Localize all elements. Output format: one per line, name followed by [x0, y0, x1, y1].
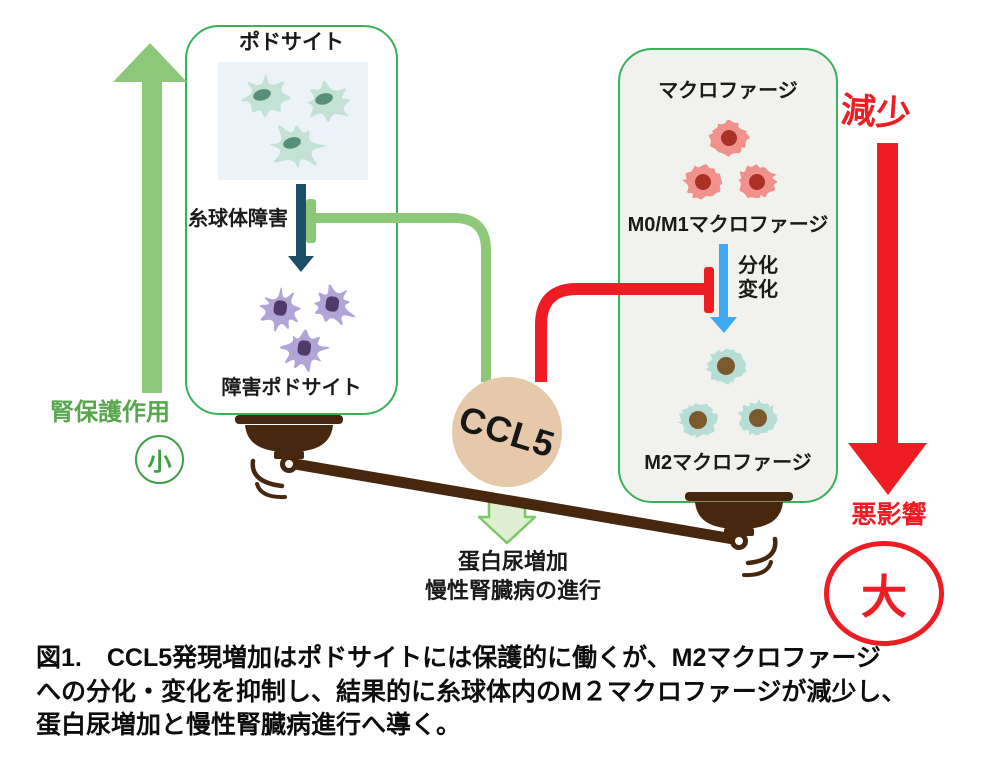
cell-nucleus	[695, 174, 711, 190]
caption-line2: への分化・変化を抑制し、結果的に糸球体内のM２マクロファージが減少し、	[36, 677, 907, 706]
m2-macrophage-cells-illustration	[677, 348, 778, 438]
figure-caption: 図1. CCL5発現増加はポドサイトには保護的に働くが、M2マクロファージ への…	[36, 642, 906, 743]
damaged-podocyte-label: 障害ポドサイト	[221, 377, 362, 399]
cell-nucleus	[721, 130, 737, 146]
caption-line1: 図1. CCL5発現増加はポドサイトには保護的に働くが、M2マクロファージ	[36, 644, 881, 672]
glomerular-damage-label: 糸球体障害	[188, 208, 288, 230]
ccl5-node: CCL5	[452, 377, 562, 487]
small-badge-text: 小	[147, 449, 172, 476]
ckd-progression-label: 慢性腎臓病の進行	[424, 578, 601, 603]
cell-body	[269, 125, 327, 168]
differentiation-label: 分化 変化	[738, 254, 778, 302]
cell-nucleus	[749, 174, 765, 190]
balance-left-pan	[235, 415, 343, 500]
renal-protection-up-arrow	[113, 43, 187, 393]
cell-nucleus	[315, 93, 333, 105]
proteinuria-label: 蛋白尿増加	[457, 549, 568, 574]
motion-line	[255, 482, 287, 500]
small-badge: 小	[135, 435, 184, 484]
cell-nucleus	[253, 89, 271, 101]
decrease-label: 減少	[839, 90, 913, 135]
differentiation-label-line1: 分化	[738, 255, 778, 277]
healthy-podocyte-cells-illustration	[218, 62, 368, 180]
differentiation-label-line2: 変化	[738, 279, 778, 301]
adverse-effect-label: 悪影響	[851, 501, 927, 529]
cell-nucleus	[717, 357, 735, 375]
motion-line	[745, 536, 778, 566]
cell-nucleus	[273, 300, 288, 316]
m0m1-label: M0/M1マクロファージ	[627, 214, 829, 236]
cell-nucleus	[689, 411, 707, 429]
m2-label: M2マクロファージ	[644, 452, 812, 474]
ccl5-label: CCL5	[454, 397, 560, 466]
large-badge-text: 大	[861, 570, 907, 623]
damaged-podocyte-cells-illustration	[259, 284, 356, 373]
caption-line3: 蛋白尿増加と慢性腎臓病進行へ導く。	[36, 711, 462, 739]
renal-protection-label: 腎保護作用	[50, 399, 170, 426]
motion-line	[250, 458, 285, 489]
m0m1-macrophage-cells-illustration	[682, 119, 778, 200]
balance-right-pan	[685, 492, 793, 578]
podocyte-illustration-background	[218, 62, 368, 180]
cell-nucleus	[297, 340, 312, 356]
decrease-down-arrow	[848, 143, 927, 495]
macrophage-title: マクロファージ	[658, 80, 798, 102]
outcome-down-arrow	[477, 500, 537, 545]
podocyte-title: ポドサイト	[239, 31, 344, 54]
cell-nucleus	[749, 409, 767, 427]
large-badge: 大	[824, 541, 944, 646]
cell-nucleus	[283, 137, 301, 149]
motion-line	[742, 560, 773, 578]
